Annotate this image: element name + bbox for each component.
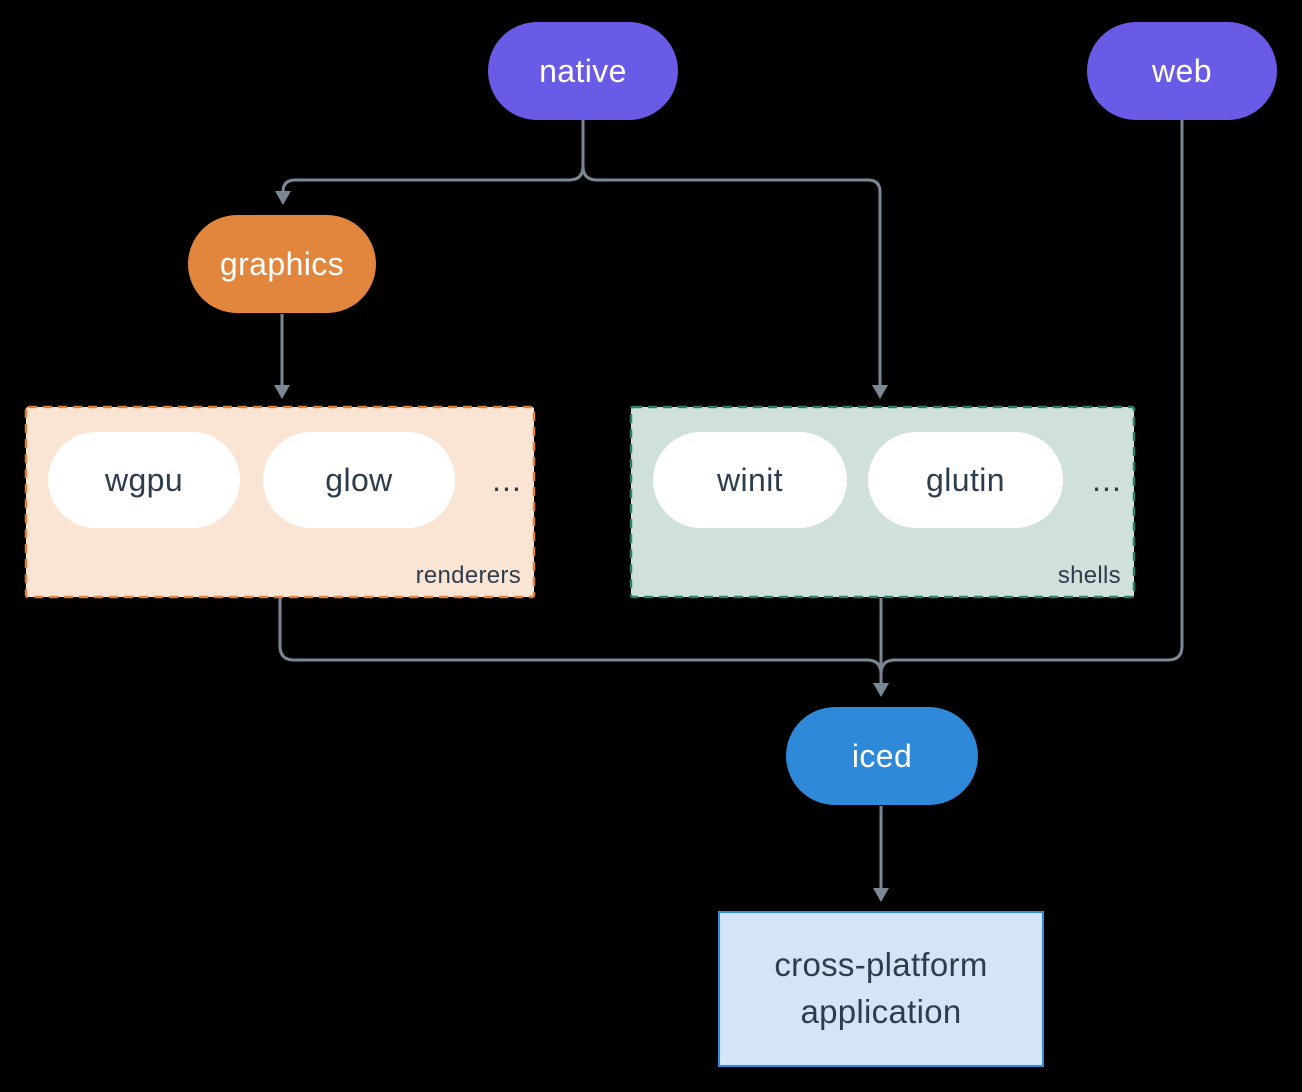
node-graphics: graphics [188,215,376,313]
node-glutin-label: glutin [926,461,1005,498]
shells-group-label: shells [1057,562,1121,589]
node-iced-label: iced [851,737,913,774]
node-glow: glow [263,432,455,528]
application-label-line1: cross-platform [774,946,988,984]
arrowhead-into-application [873,888,889,902]
node-glutin: glutin [868,432,1063,528]
node-wgpu-label: wgpu [104,461,184,498]
node-winit: winit [653,432,847,528]
group-renderers: wgpu glow ... renderers [25,406,535,598]
node-web: web [1087,22,1277,120]
edge-native-to-graphics [281,120,585,193]
arrowhead-into-shells [872,385,888,399]
node-native-label: native [539,52,627,89]
edge-web-to-iced [879,120,1184,675]
node-glow-label: glow [325,461,393,498]
arrowhead-into-iced [873,683,889,697]
edge-native-to-shells [581,120,882,386]
node-web-label: web [1152,52,1212,89]
group-shells: winit glutin ... shells [630,406,1135,598]
shells-ellipsis: ... [1092,461,1122,498]
renderers-group-label: renderers [415,562,521,589]
node-wgpu: wgpu [48,432,240,528]
arrowhead-into-renderers [274,385,290,399]
edge-renderers-to-iced [278,598,883,675]
arrowhead-into-graphics [275,191,291,205]
node-cross-platform-application: cross-platform application [718,911,1044,1067]
node-winit-label: winit [716,461,783,498]
application-label-line2: application [800,993,962,1030]
renderers-ellipsis: ... [492,461,522,498]
node-graphics-label: graphics [219,245,345,282]
node-native: native [488,22,678,120]
node-iced: iced [786,707,978,805]
